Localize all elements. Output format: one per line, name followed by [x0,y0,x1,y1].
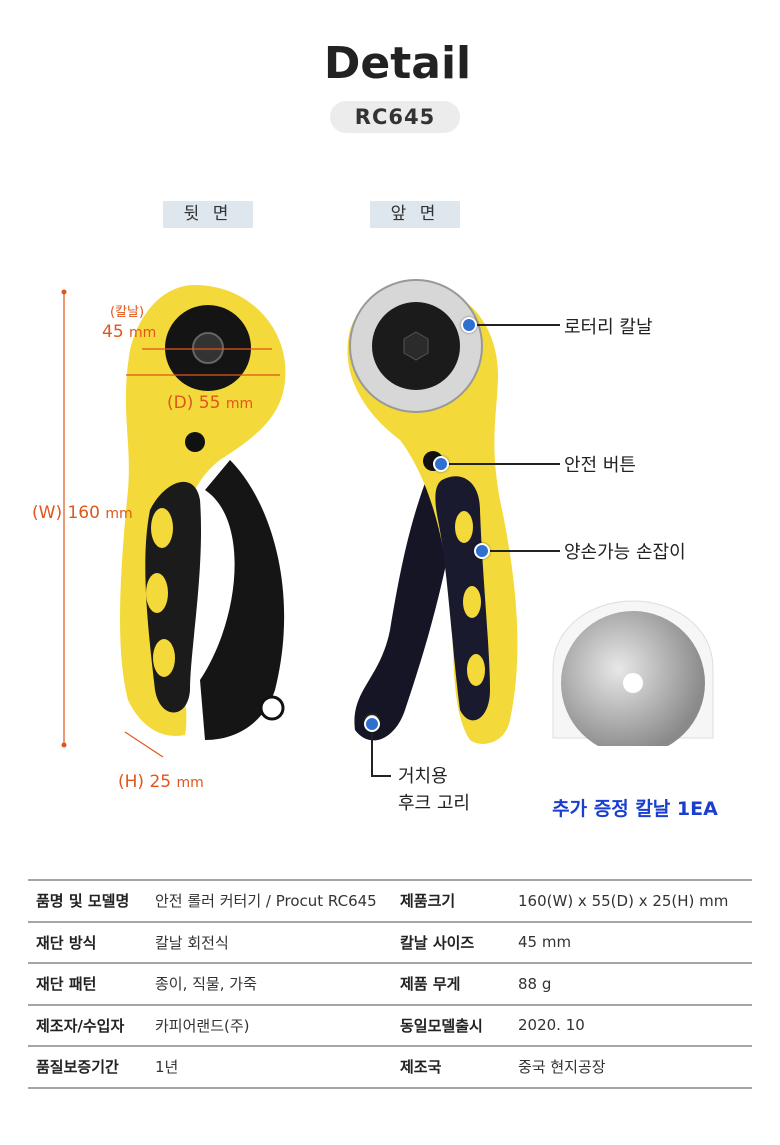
table-row: 품질보증기간 1년 제조국 중국 현지공장 [28,1046,752,1088]
width-dimension-prefix: (W) [32,503,63,523]
grip-leader-line [481,550,560,552]
spec-label: 동일모델출시 [400,1016,483,1035]
front-view-label: 앞 면 [370,201,460,228]
height-dimension-value: 25 [149,772,172,792]
height-dimension-prefix: (H) [118,772,145,792]
table-row: 재단 방식 칼날 회전식 칼날 사이즈 45 mm [28,921,752,964]
spec-value: 카피어랜드(주) [155,1016,250,1035]
cutter-front-image [347,279,518,744]
spec-value: 칼날 회전식 [155,933,229,952]
spec-label: 제품크기 [400,892,456,911]
blade-dimension: 45 mm [102,322,156,342]
table-row: 품명 및 모델명 안전 롤러 커터기 / Procut RC645 제품크기 160(… [28,880,752,922]
table-row: 제조자/수입자 카피어랜드(주) 동일모델출시 2020. 10 [28,1004,752,1047]
blade-dimension-unit: mm [129,325,157,341]
width-dimension-unit: mm [105,506,133,522]
depth-dimension: (D) 55 mm [167,393,253,413]
spec-value: 2020. 10 [518,1016,585,1035]
page-title: Detail [323,38,472,89]
blade-dimension-prefix: (칼날) [110,305,145,320]
width-dimension: (W) 160 mm [32,503,133,523]
spec-value: 중국 현지공장 [518,1058,606,1077]
rotary-blade-marker [461,317,477,333]
rotary-blade-leader-line [468,324,560,326]
spec-label: 품명 및 모델명 [36,892,130,911]
grip-callout: 양손가능 손잡이 [564,542,686,563]
hook-leader-line-vertical [371,723,373,775]
spec-label: 재단 패턴 [36,975,97,994]
spec-label: 재단 방식 [36,933,97,952]
spec-value: 88 g [518,974,552,993]
grip-marker [474,543,490,559]
spec-label: 품질보증기간 [36,1058,119,1077]
spec-value: 안전 롤러 커터기 / Procut RC645 [155,892,377,911]
depth-dimension-value: 55 [198,393,221,413]
safety-button-callout: 안전 버튼 [564,455,636,476]
safety-button-leader-line [440,463,560,465]
width-dimension-value: 160 [67,503,100,523]
spec-value: 45 mm [518,933,572,952]
hook-callout-line2: 후크 고리 [398,793,470,814]
hook-leader-line-horizontal [371,775,391,777]
hook-marker [364,716,380,732]
spec-value: 종이, 직물, 가죽 [155,975,257,994]
safety-button-marker [433,456,449,472]
cutter-back-image [61,285,286,758]
spec-label: 제조자/수입자 [36,1016,125,1035]
spec-label: 칼날 사이즈 [400,933,475,952]
rotary-blade-callout: 로터리 칼날 [564,317,653,338]
model-badge: RC645 [330,101,460,133]
hook-callout-line1: 거치용 [398,766,448,787]
spec-label: 제품 무게 [400,975,461,994]
depth-dimension-unit: mm [225,396,254,412]
back-view-label: 뒷 면 [163,201,253,228]
spec-value: 160(W) x 55(D) x 25(H) mm [518,891,729,910]
gift-caption: 추가 증정 칼날 1EA [552,798,718,820]
spec-table: 품명 및 모델명 안전 롤러 커터기 / Procut RC645 제품크기 160(… [28,879,752,1089]
depth-dimension-prefix: (D) [167,393,194,413]
table-row: 재단 패턴 종이, 직물, 가죽 제품 무게 88 g [28,963,752,1005]
spec-value: 1년 [155,1058,179,1077]
spec-label: 제조국 [400,1058,442,1077]
height-dimension: (H) 25 mm [118,772,204,792]
extra-blade-image [552,600,714,746]
height-dimension-unit: mm [176,775,204,791]
blade-dimension-value: 45 [102,322,124,342]
